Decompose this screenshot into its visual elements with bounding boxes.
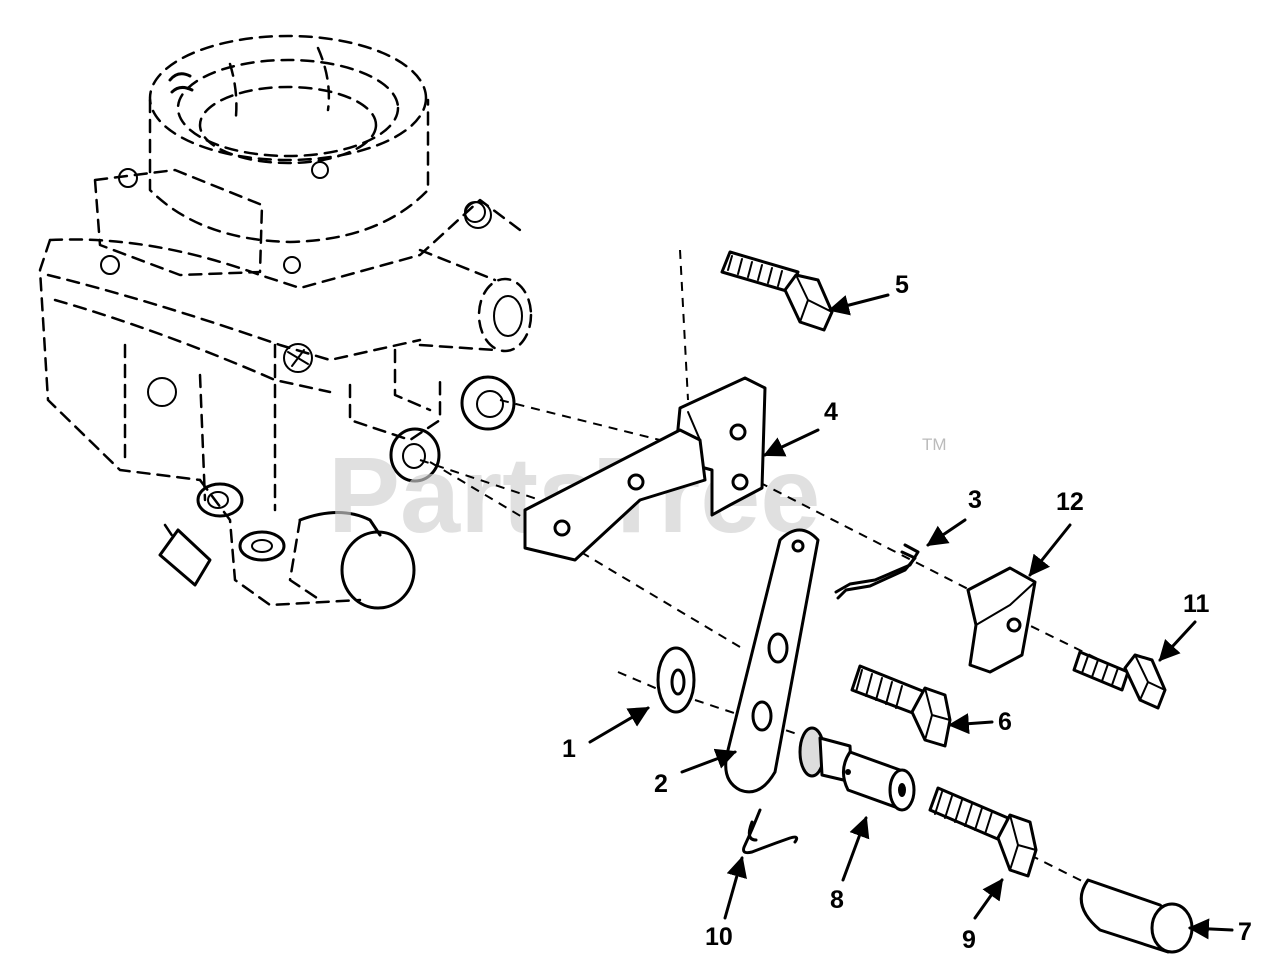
part-1-washer bbox=[656, 646, 696, 714]
part-11-bolt bbox=[1072, 650, 1167, 710]
callout-11: 11 bbox=[1183, 590, 1210, 618]
callout-6: 6 bbox=[998, 708, 1012, 736]
callout-8: 8 bbox=[830, 886, 844, 914]
part-12-clamp bbox=[966, 566, 1037, 674]
callout-4: 4 bbox=[824, 398, 838, 426]
leader-lines bbox=[588, 293, 1234, 940]
part-4-bracket bbox=[523, 376, 767, 562]
callout-9: 9 bbox=[962, 926, 976, 954]
part-3-spring-rod bbox=[834, 543, 920, 600]
part-2-link bbox=[724, 528, 820, 794]
carburetor-assembly bbox=[38, 34, 533, 610]
alignment-lines bbox=[419, 249, 1111, 886]
callout-3: 3 bbox=[968, 486, 982, 514]
part-9-bolt bbox=[928, 786, 1038, 878]
callout-7: 7 bbox=[1238, 918, 1252, 946]
part-8-ferrule bbox=[798, 726, 916, 812]
part-6-bolt bbox=[850, 664, 952, 748]
callout-labels: 1 2 3 4 5 6 7 8 9 10 11 12 bbox=[562, 271, 1252, 954]
part-7-cap bbox=[1079, 878, 1194, 954]
callout-2: 2 bbox=[654, 770, 668, 798]
callout-5: 5 bbox=[895, 271, 909, 299]
callout-10: 10 bbox=[705, 923, 733, 951]
part-10-clip bbox=[742, 808, 799, 855]
watermark-trademark: TM bbox=[922, 435, 947, 454]
callout-1: 1 bbox=[562, 735, 576, 763]
callout-12: 12 bbox=[1056, 488, 1084, 516]
part-5-bolt bbox=[720, 250, 834, 332]
